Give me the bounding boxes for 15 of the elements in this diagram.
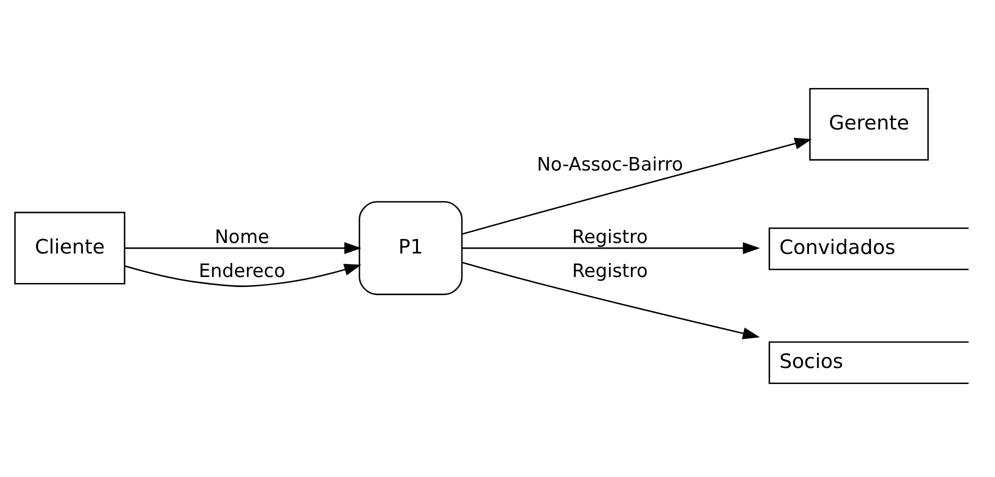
- node-box: P1: [358, 201, 463, 296]
- node-text: Convidados: [779, 236, 896, 260]
- edge-label: Nome: [214, 226, 270, 248]
- node-box: Gerente: [809, 88, 929, 161]
- node-text: Socios: [779, 350, 844, 373]
- edge-label: Registro: [572, 261, 648, 282]
- arrow: [124, 242, 362, 254]
- arrow: [462, 242, 760, 254]
- edge-label: No-Assoc-Bairro: [536, 154, 684, 176]
- edge-label: Registro: [572, 226, 648, 248]
- arrow: [124, 264, 362, 287]
- edge-label: Endereco: [198, 261, 286, 282]
- node-box: Cliente: [14, 212, 126, 284]
- arrow: [462, 138, 812, 235]
- arrow: [462, 262, 760, 340]
